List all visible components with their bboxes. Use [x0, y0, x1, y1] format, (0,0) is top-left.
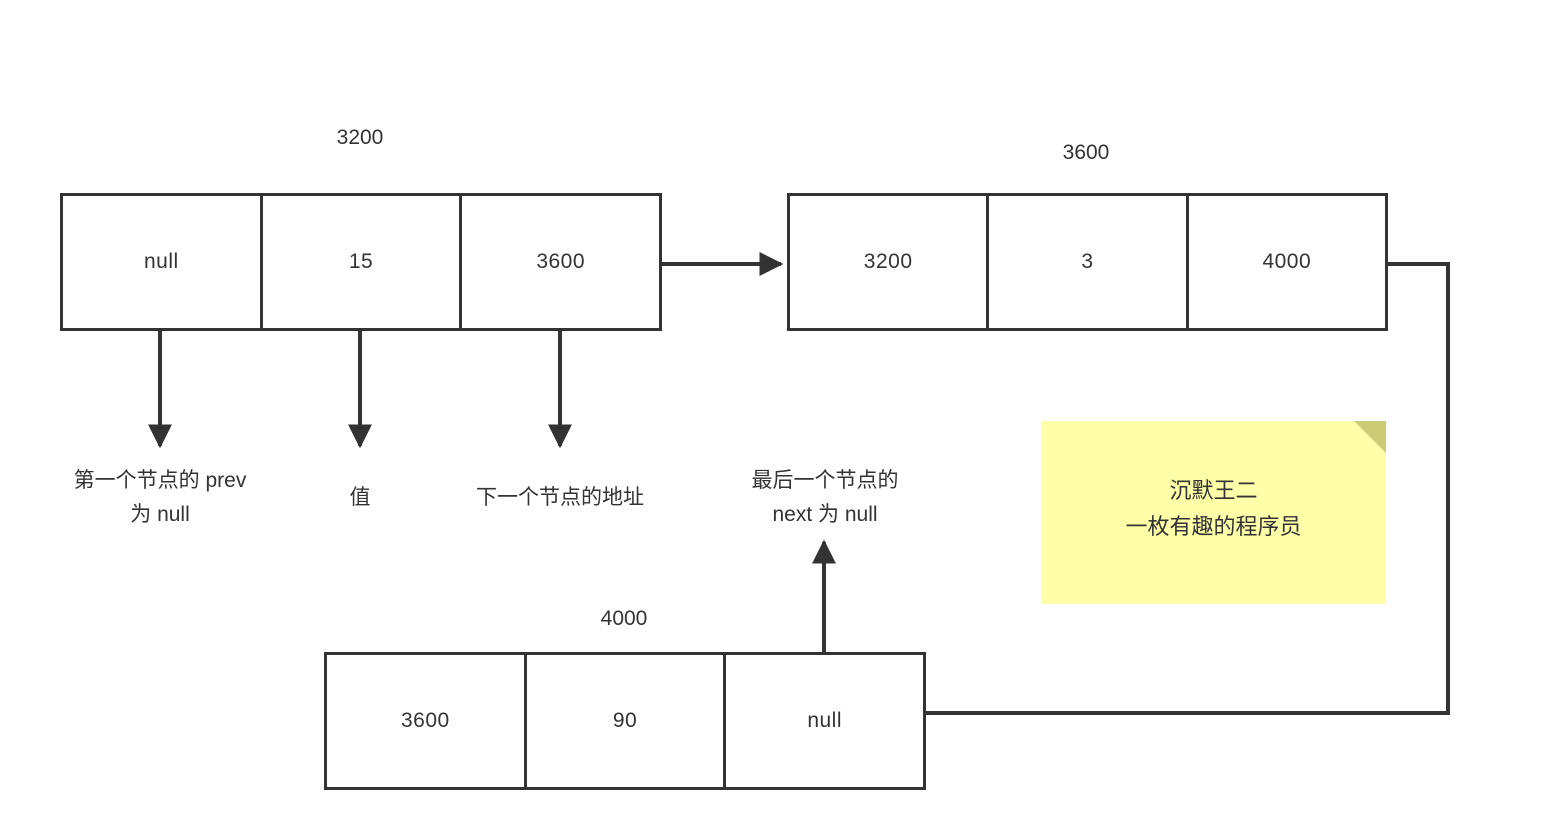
list-node-4000[interactable]: 3600 90 null	[324, 652, 926, 790]
caption-value: 值	[349, 486, 371, 509]
sticky-note-line-1: 沉默王二	[1169, 478, 1258, 503]
caption-last-next-null: 最后一个节点的 next 为 null	[700, 464, 950, 532]
list-node-3600[interactable]: 3200 3 4000	[787, 193, 1388, 331]
sticky-note: 沉默王二 一枚有趣的程序员	[1041, 421, 1386, 604]
node-1-cell-value: 15	[259, 196, 460, 328]
caption-next-address: 下一个节点的地址	[476, 486, 644, 509]
list-node-3200[interactable]: null 15 3600	[60, 193, 662, 331]
node-2-cell-value: 3	[986, 196, 1185, 328]
node-1-cell-next: 3600	[459, 196, 659, 328]
sticky-note-text: 沉默王二 一枚有趣的程序员	[1041, 473, 1386, 545]
node-2-cell-prev: 3200	[863, 250, 913, 273]
caption-last-next-null-line1: 最后一个节点的	[751, 469, 899, 492]
node-address-label-2: 3600	[1062, 141, 1110, 164]
node-address-label-1: 3200	[336, 126, 384, 149]
node-2-cell-next: 4000	[1185, 196, 1385, 328]
sticky-note-fold-corner	[1354, 421, 1386, 453]
sticky-note-line-2: 一枚有趣的程序员	[1125, 514, 1302, 539]
caption-prev-null-line1: 第一个节点的 prev	[73, 469, 247, 492]
caption-last-next-null-line2: next 为 null	[772, 503, 878, 526]
caption-prev-null: 第一个节点的 prev 为 null	[10, 464, 310, 532]
node-address-label-3: 4000	[600, 607, 648, 630]
node-3-cell-prev: 3600	[400, 709, 450, 732]
caption-prev-null-line2: 为 null	[130, 503, 190, 526]
node-3-cell-value: 90	[523, 655, 724, 787]
node-1-cell-prev: null	[143, 250, 179, 273]
node-3-cell-next: null	[723, 655, 923, 787]
